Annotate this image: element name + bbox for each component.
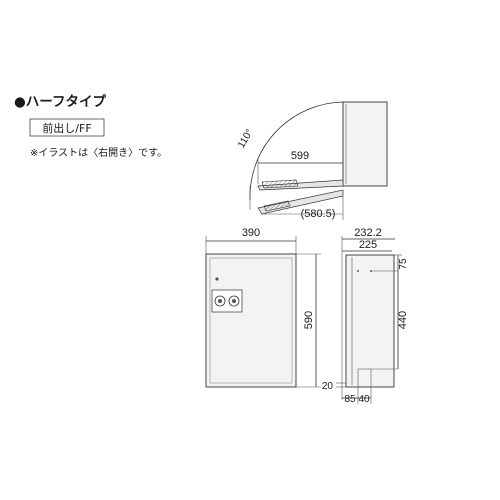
open-depth-dim-label: (580.5) bbox=[301, 208, 336, 220]
top-view-body bbox=[342, 101, 388, 187]
height-dim-label: 590 bbox=[303, 311, 315, 329]
side-view-body bbox=[345, 254, 395, 388]
bottom-left-label: 85 bbox=[344, 394, 356, 405]
mount-hole-a-icon bbox=[357, 270, 359, 272]
keyhole-icon bbox=[215, 277, 219, 281]
badge-label: 前出し/FF bbox=[42, 121, 91, 135]
top-view: 599 (580.5) 110° bbox=[236, 101, 388, 220]
dial-left-center bbox=[218, 299, 222, 303]
badge-frame bbox=[29, 118, 105, 137]
inner-depth-dim-label: 225 bbox=[359, 239, 377, 251]
door-hatched-part bbox=[261, 179, 299, 189]
width-dim-label: 390 bbox=[242, 227, 260, 239]
front-view-body bbox=[205, 253, 297, 388]
depth-dim-label: 599 bbox=[291, 150, 309, 162]
bottom-right-label: 40 bbox=[358, 394, 370, 405]
front-view-door bbox=[209, 257, 293, 384]
door-open-hatched bbox=[263, 200, 291, 212]
side-view: 232.2 225 75 440 20 85 40 bbox=[322, 227, 409, 405]
dial-right-center bbox=[232, 299, 236, 303]
front-view: 390 590 bbox=[205, 227, 321, 388]
top-offset-label: 75 bbox=[398, 258, 409, 270]
hole-pitch-label: 440 bbox=[397, 311, 409, 329]
outer-depth-dim-label: 232.2 bbox=[354, 227, 382, 239]
illustration-note: ※イラストは〈右開き〉です。 bbox=[30, 146, 167, 159]
bottom-offset-label: 20 bbox=[322, 381, 334, 392]
drawing-title: ●ハーフタイプ bbox=[14, 94, 106, 110]
swing-angle-label: 110° bbox=[236, 127, 256, 150]
door-closed-plate bbox=[257, 179, 344, 191]
door-swing-arc bbox=[249, 101, 344, 201]
control-panel bbox=[211, 289, 243, 313]
